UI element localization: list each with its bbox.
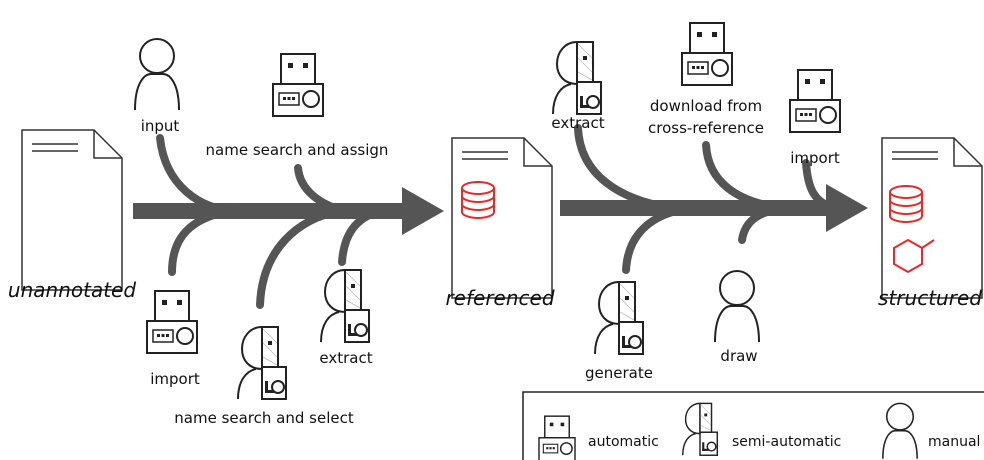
label-extract: extract bbox=[551, 114, 604, 132]
stage1-arrow bbox=[133, 187, 444, 235]
label-download-line2: cross-reference bbox=[648, 119, 764, 137]
semi-robot-person-icon bbox=[237, 326, 287, 400]
robot-icon bbox=[538, 415, 576, 460]
label-name-search-select: name search and select bbox=[174, 409, 354, 427]
robot-icon bbox=[789, 69, 841, 133]
robot-icon bbox=[146, 290, 198, 354]
person-icon bbox=[134, 38, 180, 111]
label-input: input bbox=[141, 117, 180, 135]
label-download-line1: download from bbox=[650, 97, 762, 115]
label-structured: structured bbox=[878, 286, 982, 310]
stage2-branches bbox=[574, 124, 839, 274]
robot-icon bbox=[272, 53, 324, 117]
document-icon bbox=[451, 137, 553, 299]
stage2-arrow bbox=[560, 184, 868, 232]
legend-manual: manual bbox=[928, 434, 980, 450]
label-referenced: referenced bbox=[445, 286, 554, 310]
label-draw: draw bbox=[720, 347, 757, 365]
document-icon bbox=[881, 137, 983, 299]
label-generate: generate bbox=[585, 364, 653, 382]
doc-structured bbox=[881, 137, 983, 299]
document-icon bbox=[21, 129, 123, 291]
semi-robot-person-icon bbox=[552, 41, 602, 115]
doc-unannotated bbox=[21, 129, 123, 291]
label-unannotated: unannotated bbox=[8, 278, 136, 302]
semi-robot-person-icon bbox=[320, 269, 370, 343]
label-import: import bbox=[790, 149, 840, 167]
legend: automatic semi-automatic manual bbox=[522, 391, 984, 460]
hexagon-structure-icon bbox=[893, 238, 935, 274]
robot-icon bbox=[681, 22, 733, 86]
doc-referenced bbox=[451, 137, 553, 299]
legend-semi-automatic: semi-automatic bbox=[732, 434, 841, 450]
semi-robot-person-icon bbox=[594, 281, 644, 355]
person-icon bbox=[714, 270, 760, 343]
legend-automatic: automatic bbox=[588, 434, 659, 450]
label-extract: extract bbox=[319, 349, 372, 367]
stage1-branches bbox=[156, 134, 384, 309]
label-name-search-assign: name search and assign bbox=[206, 141, 389, 159]
label-import: import bbox=[150, 370, 200, 388]
